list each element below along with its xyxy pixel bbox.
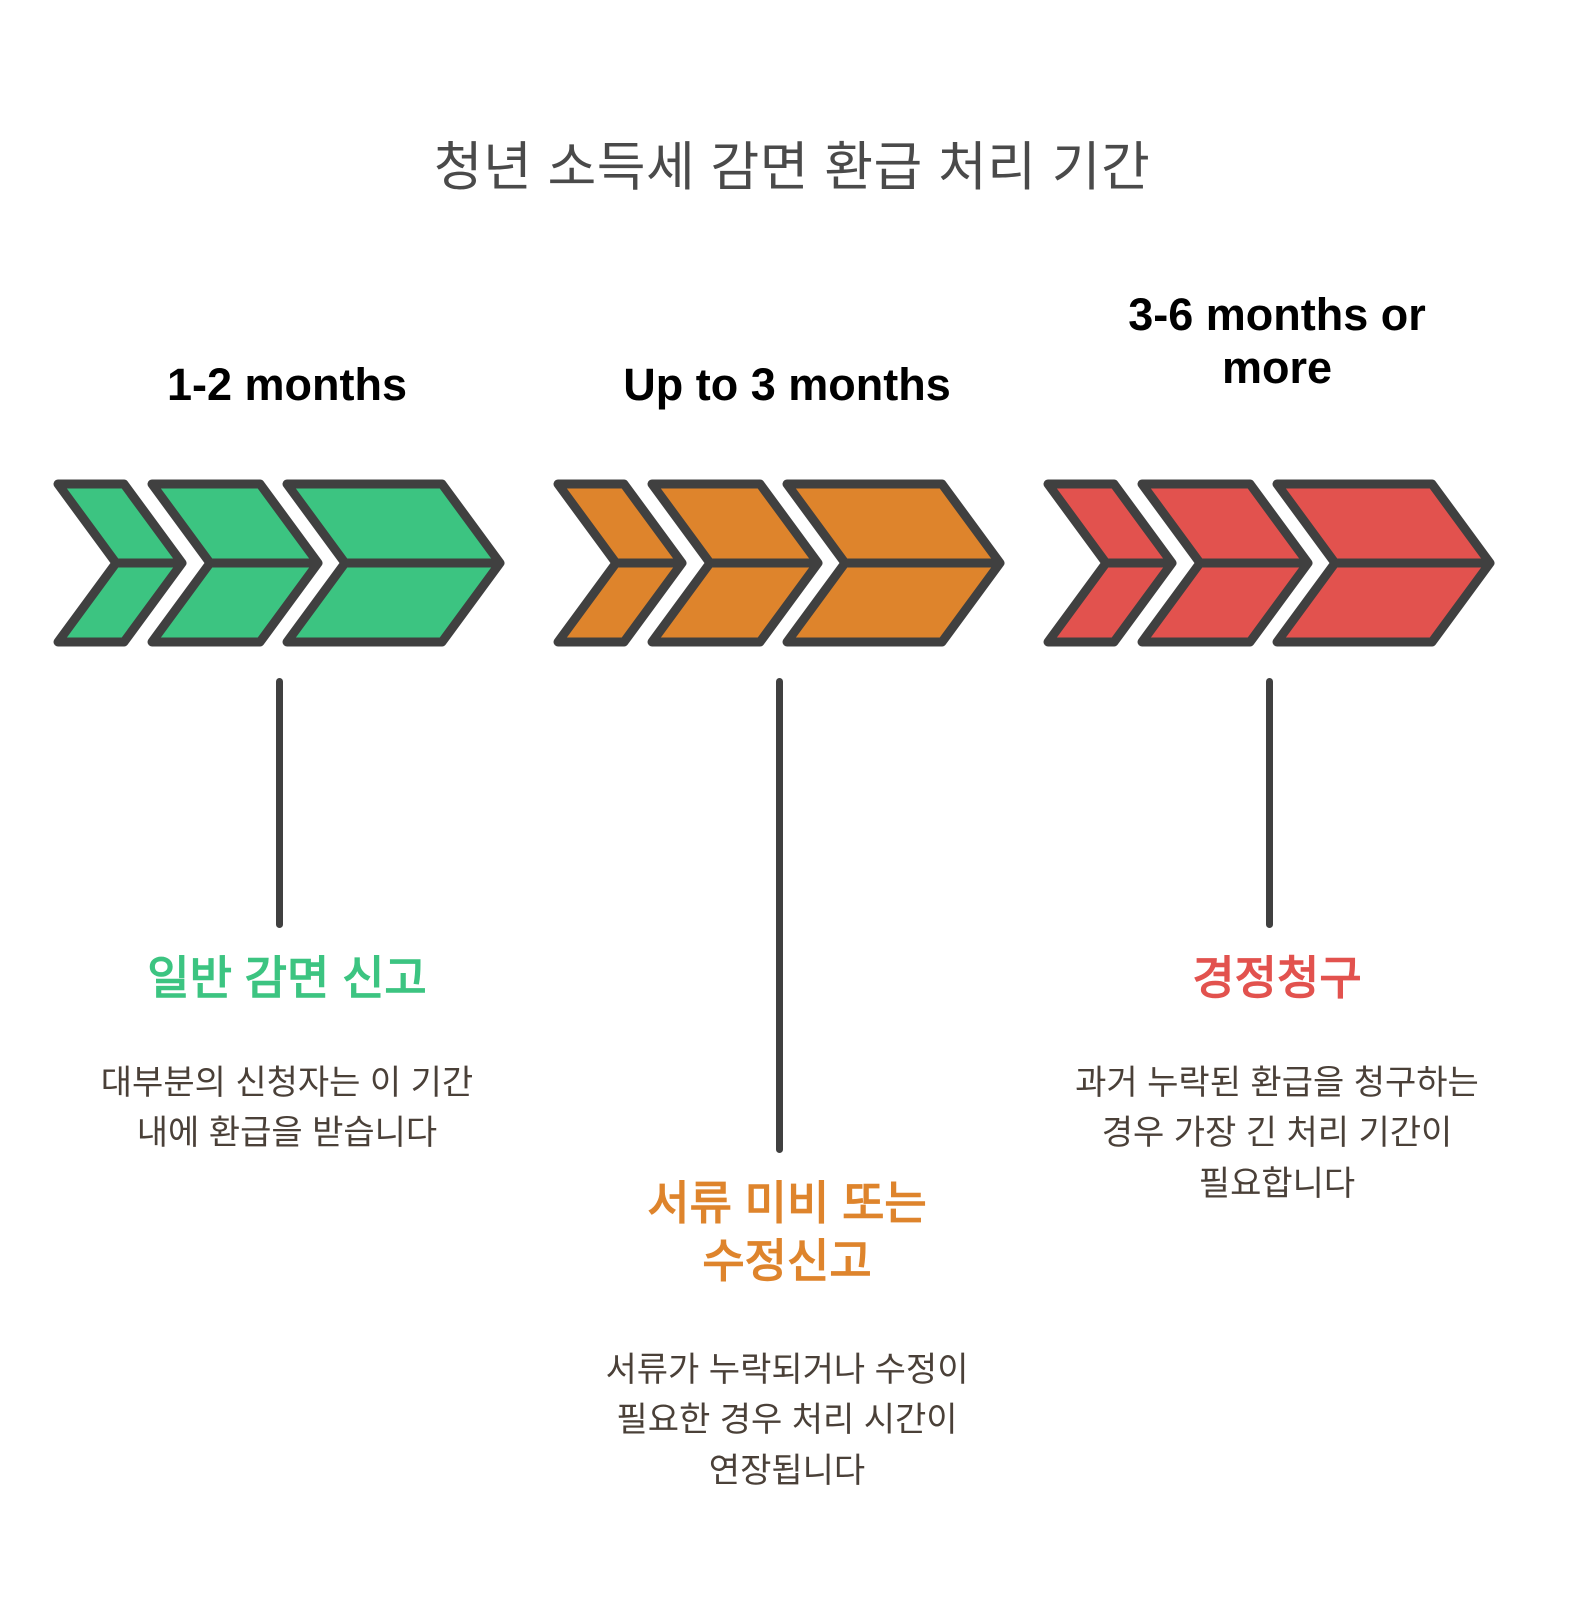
page-title: 청년 소득세 감면 환급 처리 기간 [433,138,1151,197]
category-title-line: 수정신고 [702,1234,872,1287]
chevron-group-green [42,478,532,648]
period-line: 3-6 months or [1128,289,1426,340]
connector-line-green [276,678,283,928]
category-title-orange: 서류 미비 또는 수정신고 [542,1175,1032,1290]
period-label-green: 1-2 months [42,358,532,411]
period-label-red: 3-6 months or more [1032,288,1522,394]
category-description-green: 대부분의 신청자는 이 기간 내에 환급을 받습니다 [100,1064,474,1153]
category-title-green: 일반 감면 신고 [42,950,532,1008]
period-line: more [1221,342,1333,394]
chevron-group-red [1032,478,1522,648]
column-missing-documents: Up to 3 months 서류 미비 또는 수정신고 서류가 누 [542,0,1032,1601]
column-correction-claim: 3-6 months or more 경정청구 과거 누락된 환급을 [1032,0,1522,1601]
column-general-filing: 1-2 months 일반 감면 신고 대부분의 신청자는 이 기간 내에 환급 [42,0,532,1601]
period-line: 1-2 months [166,359,408,410]
period-label-orange: Up to 3 months [542,358,1032,411]
connector-line-orange [776,678,783,1153]
category-title-red: 경정청구 [1032,950,1522,1008]
category-title-line: 서류 미비 또는 [647,1177,927,1229]
period-line: Up to 3 months [623,359,951,410]
connector-line-red [1266,678,1273,928]
category-description-orange: 서류가 누락되거나 수정이 필요한 경우 처리 시간이 연장됩니다 [605,1351,969,1490]
category-description-red: 과거 누락된 환급을 청구하는 경우 가장 긴 처리 기간이 필요합니다 [1075,1064,1479,1203]
category-title-line: 경정청구 [1192,952,1362,1004]
chevron-group-orange [542,478,1032,648]
category-title-line: 일반 감면 신고 [147,952,427,1004]
